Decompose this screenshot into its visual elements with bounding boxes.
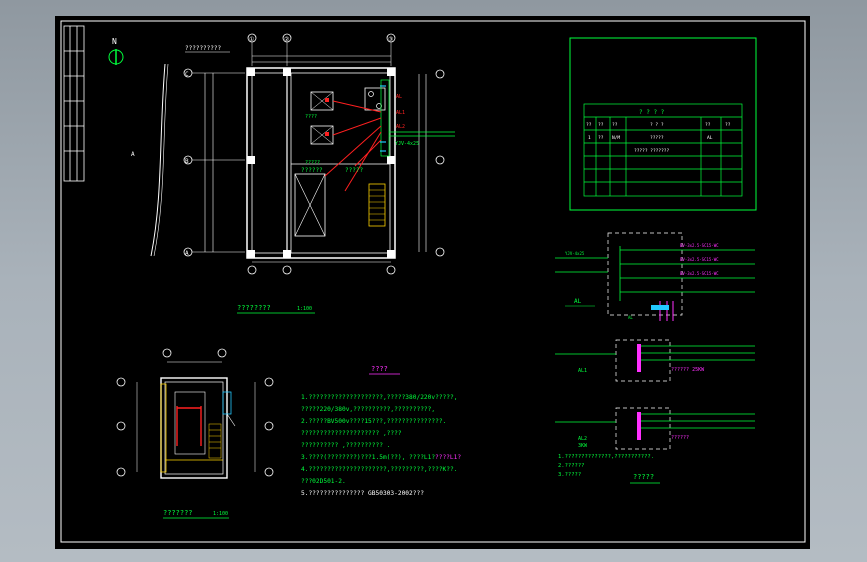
panel-al-label: AL <box>574 298 582 305</box>
wiring-red <box>324 100 382 192</box>
plan-title: ???????? <box>237 304 271 312</box>
note-line: 1.????????????????????,?????380/220v????… <box>301 394 457 401</box>
trench-label-2: AL1 <box>396 110 405 116</box>
sheet-border <box>60 20 806 543</box>
table-title: ? ? ? ? <box>639 109 665 116</box>
axis-2-top: ② <box>284 36 289 43</box>
panel-al2-label: AL2 <box>578 436 587 442</box>
table-header: ?? <box>598 122 604 128</box>
trench-label-1: AL <box>396 94 402 100</box>
cad-drawing: N A ① ② ③ ?????????? C B A <box>60 20 806 543</box>
plan-top-label: ?????????? <box>185 45 222 52</box>
trench-label-3: AL2 <box>396 124 405 130</box>
table-cell: 1 <box>588 135 591 141</box>
main-floor-plan: ① ② ③ ?????????? C B A <box>183 33 455 314</box>
note-line: 3.????(????????)???1.5m(??), ????L1? <box>301 454 435 461</box>
panel-al2-sub: 3KW <box>578 443 588 449</box>
table-cell: N/M <box>612 135 620 141</box>
table-cell: AL <box>707 135 713 141</box>
cable-label: YJV-4x25 <box>395 141 419 147</box>
distribution-schematic: BV-3x2.5-SC15-WC BV-3x2.5-SC15-WC BV-3x2… <box>555 232 755 484</box>
note-line: 2.?????BV500v????15???,???????????????. <box>301 418 446 425</box>
panel-al-note: AL <box>628 315 633 320</box>
schematic-note: 3.????? <box>558 472 581 478</box>
table-header: ? ? ? <box>650 122 664 128</box>
table-cell: ?? <box>598 135 604 141</box>
table-cell: ????? <box>650 135 664 141</box>
note-line: 4.?????????????????????,?????????,????K?… <box>301 466 457 473</box>
note-line: 5.??????????????? GB50303-2002??? <box>301 490 424 497</box>
lower-plan-title: ??????? <box>163 509 193 517</box>
schematic-title: ????? <box>633 473 654 481</box>
table-header: ?? <box>705 122 711 128</box>
axis-3-top: ③ <box>388 36 393 43</box>
lower-plan-scale: 1:100 <box>213 511 228 517</box>
north-label: N <box>112 37 117 46</box>
schematic-note: 1.??????????????,???????????. <box>558 454 654 460</box>
note-line: ????????????????????? ,???? <box>301 430 402 437</box>
binding-strip <box>63 25 85 182</box>
note-magenta-fragment: ????L1? <box>435 454 461 461</box>
north-arrow: N <box>108 37 124 65</box>
panel-al2-text: ?????? <box>671 435 689 441</box>
cad-viewport[interactable]: N A ① ② ③ ?????????? C B A <box>55 16 810 549</box>
circuit-label: BV-3x2.5-SC15-WC <box>680 257 719 262</box>
table-header: ?? <box>586 122 592 128</box>
axis-c-left: C <box>185 71 189 78</box>
note-line: ?????????? ,?????????? . <box>301 442 390 449</box>
equipment-table-frame: ? ? ? ? ?? ?? ?? ? ? ? ?? ?? 1 ?? N/M ??… <box>569 37 757 211</box>
plan-scale: 1:100 <box>297 306 312 312</box>
lower-floor-plan: ??????? 1:100 <box>116 348 274 519</box>
plan-mark: A <box>131 151 135 158</box>
panel-note-2: ???? <box>305 114 317 120</box>
panel-note-1: ????? <box>305 160 320 166</box>
terrain-curve-inner <box>153 63 169 257</box>
notes-heading: ???? <box>371 365 388 373</box>
room-label-right: ????? <box>345 167 363 174</box>
table-cell: ????? ??????? <box>634 148 670 154</box>
equipment-table <box>583 103 743 197</box>
axis-b-left: B <box>185 158 189 165</box>
panel-al1-label: AL1 <box>578 368 587 374</box>
terrain-curve <box>150 63 166 257</box>
room-label-left: ?????? <box>301 167 323 174</box>
table-header: ?? <box>612 122 618 128</box>
axis-1-top: ① <box>249 36 254 43</box>
note-line: ?????220/380v,??????????,??????????, <box>301 406 435 413</box>
design-notes: ???? 1.????????????????????,?????380/220… <box>301 365 461 497</box>
circuit-label: BV-3x2.5-SC15-WC <box>680 271 719 276</box>
table-header: ?? <box>725 122 731 128</box>
busbar-marker <box>651 305 669 310</box>
circuit-label: BV-3x2.5-SC15-WC <box>680 243 719 248</box>
incoming-label: YJV-4x25 <box>565 251 585 256</box>
panel-al1-text: ?????? 25KW <box>671 367 705 373</box>
axis-a-left: A <box>185 250 189 257</box>
note-line: ???02D501-2. <box>301 478 346 485</box>
schematic-note: 2.?????? <box>558 463 585 469</box>
